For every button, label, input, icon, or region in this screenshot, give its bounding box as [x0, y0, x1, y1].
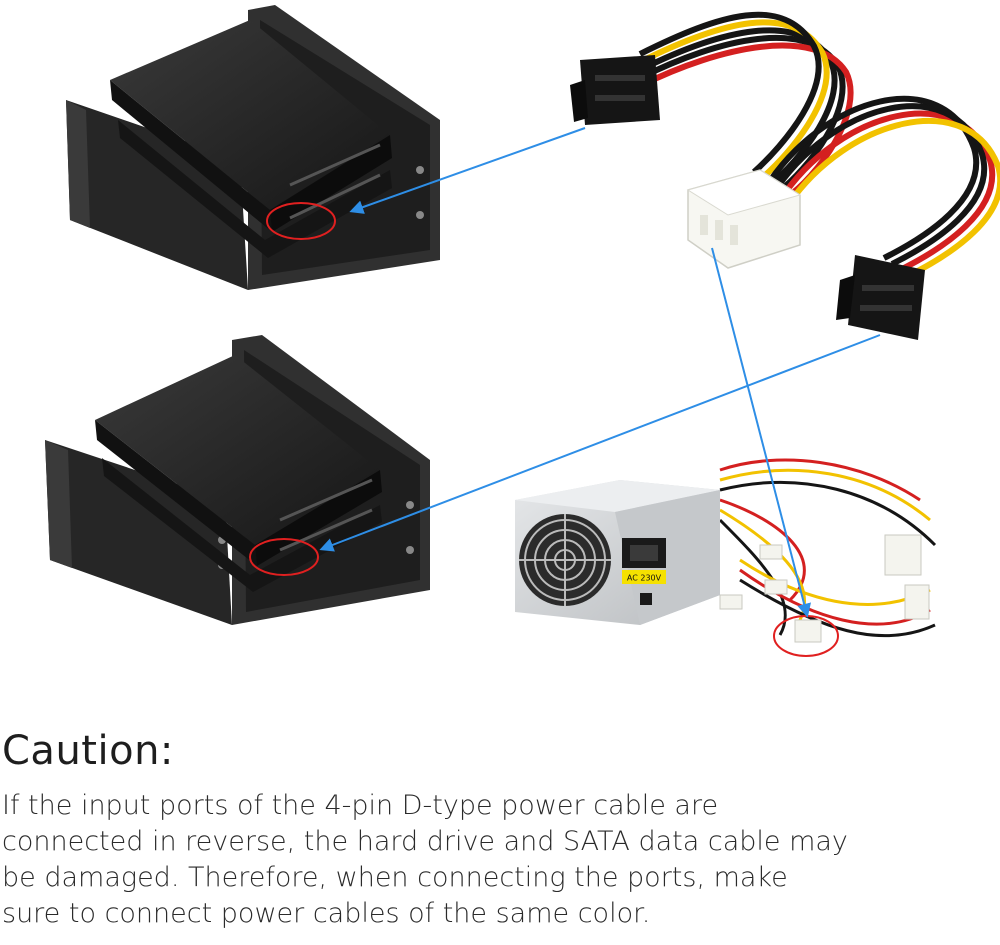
y-splitter-cable: [570, 11, 1000, 340]
hard-drive-lower-1: [95, 355, 380, 545]
installation-diagram: AC 230V: [45, 5, 1000, 657]
caution-text: If the input ports of the 4-pin D-type p…: [2, 788, 997, 932]
highlight-circle-lower: [249, 538, 319, 576]
caution-heading: Caution:: [2, 728, 174, 774]
hard-drive-upper-1: [110, 20, 390, 210]
power-switch: [640, 593, 652, 605]
caution-line: sure to connect power cables of the same…: [2, 898, 651, 929]
sata-power-connector-lower: [836, 255, 925, 340]
hard-drive-upper-2: [118, 120, 392, 258]
drive-bracket-bottom: [45, 335, 430, 625]
arrow-sata-upper-to-drive: [349, 127, 586, 214]
voltage-sticker: [622, 570, 666, 584]
drive-bracket-top: [66, 5, 440, 290]
sata-power-connector-upper: [570, 55, 660, 125]
caution-line: be damaged. Therefore, when connecting t…: [2, 862, 788, 893]
arrow-sata-lower-to-drive: [319, 334, 881, 552]
arrow-molex-to-psu: [711, 247, 811, 618]
caution-line: connected in reverse, the hard drive and…: [2, 826, 848, 857]
power-supply-unit: AC 230V: [515, 458, 937, 643]
highlight-circle-upper: [266, 202, 336, 240]
molex-4pin-connector: [686, 169, 802, 269]
voltage-label: AC 230V: [627, 574, 662, 583]
hard-drive-lower-2: [102, 458, 382, 592]
caution-line: If the input ports of the 4-pin D-type p…: [2, 790, 719, 821]
